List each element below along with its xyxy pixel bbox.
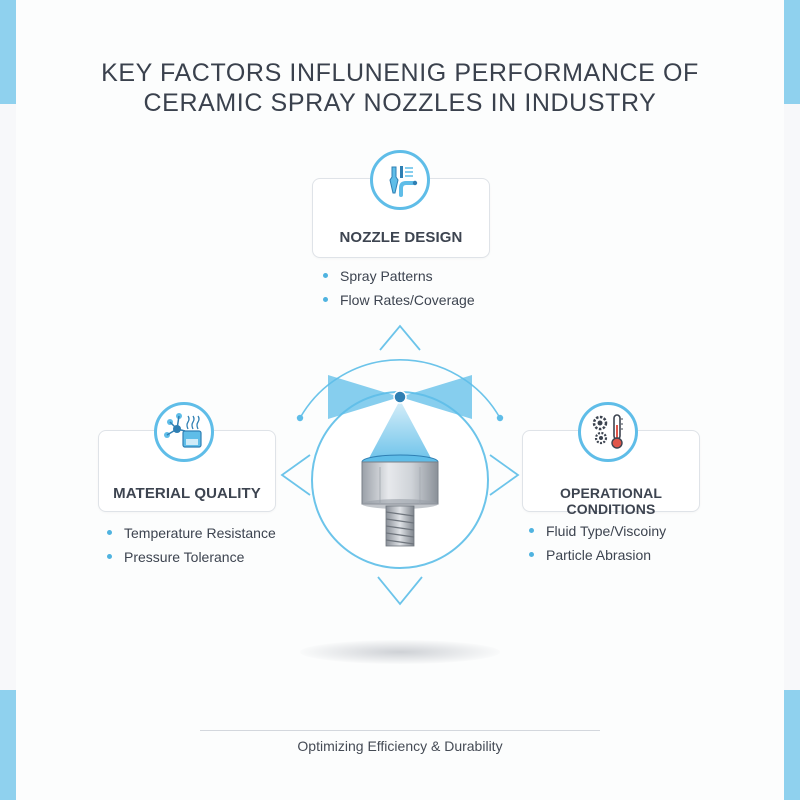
factor-label-operational-conditions: OPERATIONAL CONDITIONS	[560, 485, 662, 517]
bullet-item: Temperature Resistance	[106, 521, 276, 545]
arrow-down-icon	[377, 576, 423, 606]
corner-accent-bottom-right	[784, 690, 800, 800]
corner-accent-top-left	[0, 0, 16, 104]
arrow-up-icon	[379, 324, 421, 351]
material-quality-bullets: Temperature Resistance Pressure Toleranc…	[106, 521, 276, 569]
title-line-2: CERAMIC SPRAY NOZZLES IN INDUSTRY	[143, 89, 657, 117]
factor-label-nozzle-design: NOZZLE DESIGN	[339, 229, 463, 246]
bullet-item: Particle Abrasion	[528, 543, 666, 567]
factor-box-nozzle-design: NOZZLE DESIGN	[312, 178, 490, 258]
footer-tagline: Optimizing Efficiency & Durability	[297, 738, 503, 754]
operational-conditions-bullets: Fluid Type/Viscoiny Particle Abrasion	[528, 519, 666, 567]
material-molecule-icon	[154, 402, 214, 462]
corner-accent-top-right	[784, 0, 800, 104]
bullet-item: Flow Rates/Coverage	[322, 288, 475, 312]
nozzle-shadow	[300, 640, 500, 664]
page-title: KEY FACTORS INFLUNENIG PERFORMANCE OF CE…	[0, 58, 800, 118]
ceramic-nozzle-icon	[280, 324, 520, 606]
footer-divider	[200, 730, 600, 731]
bullet-item: Fluid Type/Viscoiny	[528, 519, 666, 543]
nozzle-spray-icon	[370, 150, 430, 210]
nozzle-design-bullets: Spray Patterns Flow Rates/Coverage	[322, 264, 475, 312]
central-nozzle-diagram	[270, 320, 530, 620]
factor-label-material-quality: MATERIAL QUALITY	[113, 485, 261, 502]
arrow-right-icon	[489, 454, 520, 496]
arrow-left-icon	[280, 454, 311, 496]
gears-thermometer-icon	[578, 402, 638, 462]
bullet-item: Spray Patterns	[322, 264, 475, 288]
bullet-item: Pressure Tolerance	[106, 545, 276, 569]
corner-accent-bottom-left	[0, 690, 16, 800]
title-line-1: KEY FACTORS INFLUNENIG PERFORMANCE OF	[101, 59, 699, 87]
